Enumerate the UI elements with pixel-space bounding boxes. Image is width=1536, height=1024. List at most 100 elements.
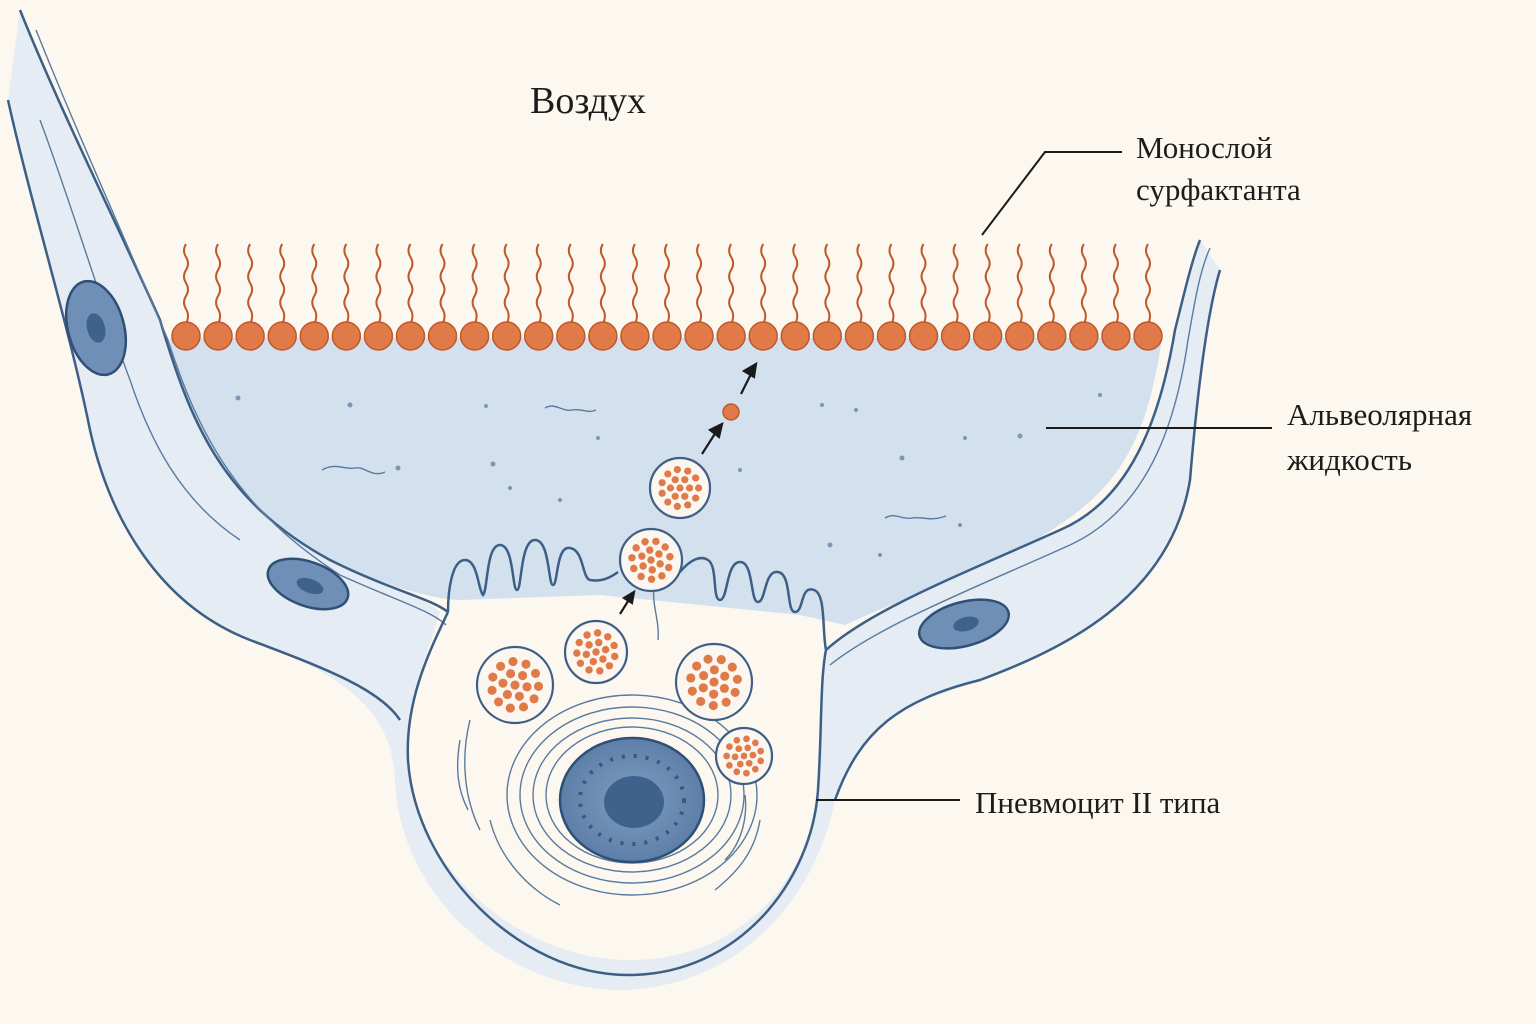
lamellar-body-granule [599,655,607,663]
lamellar-body-core [592,648,600,656]
lamellar-body-granule [745,759,753,767]
surfactant-head [684,321,714,351]
label-fluid-line2: жидкость [1286,442,1412,477]
lamellar-body-granule [686,484,694,492]
surfactant-head [267,321,297,351]
lamellar-body-granule [589,657,598,666]
lamellar-body-granule [749,751,757,759]
lamellar-body [475,645,555,725]
lamellar-body-granule [639,562,647,570]
surfactant-head [1101,321,1131,351]
lamellar-body-granule [652,537,660,546]
lamellar-body-granule [610,641,618,650]
lamellar-body-granule [731,753,739,761]
surfactant-head [588,321,618,351]
surfactant-tail [407,243,414,325]
lamellar-body-granule [583,631,591,639]
lamellar-body-granule [641,537,649,546]
surfactant-tail [1016,243,1023,325]
type1-nucleolus-left-upper [86,313,106,343]
arrow-head-3 [741,361,758,379]
surfactant-tail [343,243,350,325]
lamellar-body-granule [744,744,752,752]
lamellar-body-granule [720,671,730,681]
surfactant-head [556,321,586,351]
label-monolayer-line1: Монослой [1136,130,1272,165]
lamellar-body-granule [695,484,703,492]
lamellar-body-granule [666,553,674,561]
lamellar-body-core [709,677,719,687]
surfactant-tail [439,243,446,325]
label-cell: Пневмоцит II типа [975,785,1221,820]
lamellar-body-granule [518,670,528,681]
surfactant-head [395,321,426,351]
lamellar-body-core [510,680,520,690]
lamellar-body-granule [743,735,750,743]
lamellar-body-granule [757,757,765,765]
surfactant-head [1133,321,1163,351]
lamellar-body [714,726,774,786]
lamellar-body-granule [716,655,726,665]
surfactant-head [716,321,746,351]
lamellar-body-granule [733,736,741,744]
surfactant-head [299,321,330,351]
surfactant-head [363,321,394,351]
surfactant-head [748,321,778,351]
lamellar-body-granule [735,745,743,753]
surfactant-tail [535,243,542,325]
lamellar-body-granule [630,564,638,573]
lamellar-body-granule [604,633,612,641]
surfactant-tail [888,243,895,325]
surfactant-tail [215,243,222,325]
rough-er-ring-3 [532,717,732,873]
arrow-shaft-2 [701,431,717,455]
type1-cell-left-upper [64,279,128,377]
lamellar-body-granule [664,470,672,478]
lamellar-body-granule [505,703,515,713]
lamellar-body-granule [726,762,733,769]
leader-monolayer [981,151,1122,236]
lamellar-body-granule [658,479,666,487]
surfactant-head [652,321,682,351]
organelle-line-3 [489,819,561,906]
lamellar-body-granule [521,659,531,669]
lamellar-body-granule [703,654,713,664]
label-monolayer-line2: сурфактанта [1136,172,1301,207]
fluid-squiggle-2 [544,405,597,413]
type1-nucleolus-right [953,616,979,632]
lamellar-body-granule [723,752,730,760]
lamellar-body-granule [575,638,583,647]
surfactant-tail [920,243,927,325]
lamellar-body-granule [514,691,524,701]
lamellar-body-granule [655,550,663,558]
organelle-line-4 [714,819,761,891]
lamellar-body-granule [671,492,679,500]
lamellar-body [674,642,754,722]
left-wall-outer-line [6,99,402,721]
lamellar-body-granule [732,674,742,684]
organelle-line-1 [464,719,481,831]
surfactant-tail [279,243,286,325]
lamellar-bodies [475,456,774,786]
lamellar-body [618,527,684,593]
lamellar-body-granule [647,575,656,583]
lamellar-body-granule [666,484,675,492]
surfactant-monolayer [171,243,1163,351]
surfactant-tail [1080,243,1087,325]
lamellar-body-granule [596,667,604,675]
cytoplasm-organelles [456,584,761,906]
lamellar-body-granule [709,665,719,675]
surfactant-tail [503,243,510,325]
lamellar-body [563,619,629,685]
lamellar-body-granule [658,489,666,497]
surfactant-tail [728,243,735,325]
lamellar-body-granule [736,760,744,768]
surfactant-tail [599,243,606,325]
lamellar-body-granule [529,694,539,704]
surfactant-tail [856,243,863,325]
fluid-squiggle-3 [884,515,947,520]
surfactant-head [459,321,490,351]
cell-nucleus-group [506,694,758,896]
surfactant-tail [311,243,318,325]
lamellar-body-core [647,556,655,564]
